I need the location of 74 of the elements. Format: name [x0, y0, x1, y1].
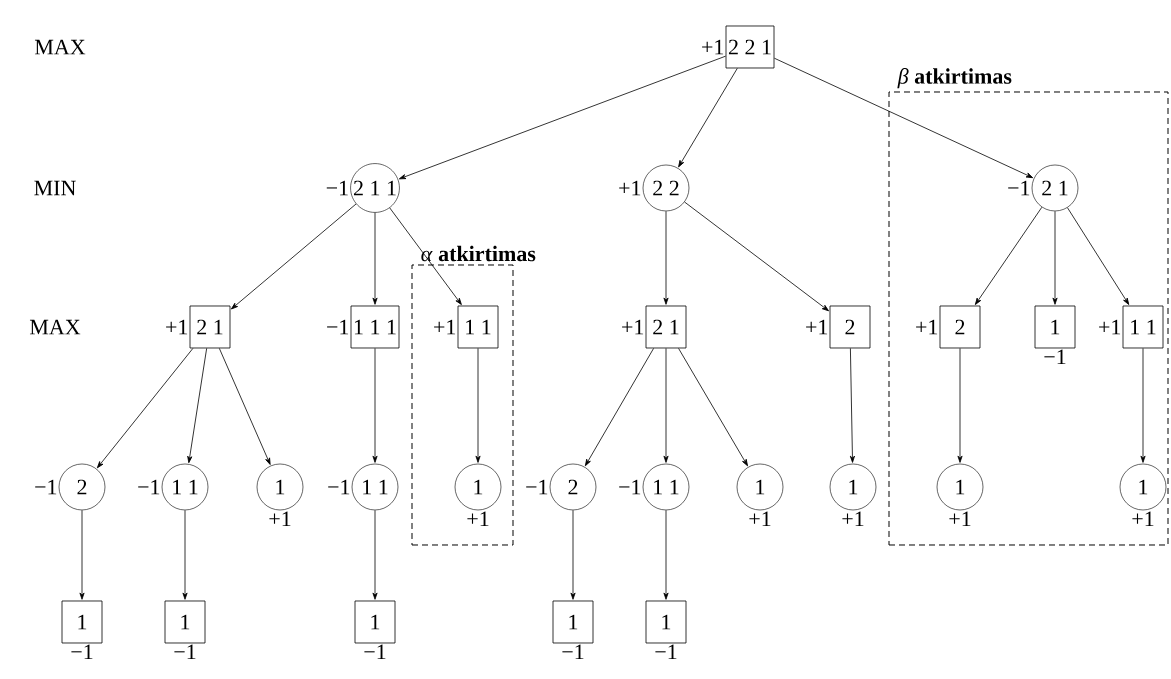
- node-value: −1: [1044, 349, 1066, 365]
- node-value: +1: [916, 319, 938, 335]
- node-value: −1: [327, 319, 349, 335]
- player-label: MIN: [34, 180, 76, 196]
- arrow: [182, 509, 188, 600]
- arrow: [678, 68, 738, 168]
- arrow: [957, 348, 963, 463]
- node-value: +1: [702, 39, 724, 55]
- node-value: +1: [269, 511, 291, 526]
- player-label: MAX: [29, 319, 81, 335]
- arrow: [974, 206, 1043, 305]
- arrow: [372, 348, 378, 463]
- arrow: [231, 203, 357, 310]
- arrow: [475, 348, 481, 463]
- arrow: [398, 55, 726, 180]
- node-value: +1: [622, 319, 644, 335]
- arrow: [1140, 348, 1146, 463]
- node-value: +1: [166, 319, 188, 335]
- state-box: 1: [61, 600, 103, 644]
- node-value: −1: [71, 644, 93, 660]
- state-box: 2: [939, 305, 981, 349]
- node-value: +1: [949, 511, 971, 526]
- node-value: −1: [138, 479, 160, 495]
- arrow: [684, 201, 829, 312]
- arrow: [1067, 207, 1130, 305]
- node-value: −1: [655, 644, 677, 660]
- state-box: 1: [645, 600, 687, 644]
- arrow: [849, 348, 855, 463]
- state-box: 2 1: [645, 305, 687, 349]
- node-value: −1: [1008, 180, 1030, 196]
- node-value: +1: [806, 319, 828, 335]
- state-box: 1 1 1: [350, 305, 400, 349]
- node-value: −1: [328, 479, 350, 495]
- state-box: 2 2 1: [725, 25, 775, 69]
- cutoff-heading: β atkirtimas: [897, 68, 1012, 89]
- arrow: [187, 348, 208, 464]
- node-value: +1: [749, 511, 771, 526]
- arrow: [372, 212, 378, 305]
- node-value: −1: [364, 644, 386, 660]
- arrow: [584, 348, 654, 467]
- node-value: +1: [842, 511, 864, 526]
- state-box: 1: [1034, 305, 1076, 349]
- node-value: −1: [562, 644, 584, 660]
- node-value: +1: [434, 319, 456, 335]
- state-box: 2: [829, 305, 871, 349]
- arrow: [663, 348, 669, 463]
- arrow: [570, 509, 576, 600]
- node-value: −1: [35, 479, 57, 495]
- state-box: 1 1: [457, 305, 499, 349]
- arrow: [389, 207, 462, 305]
- arrow: [663, 509, 669, 600]
- arrow: [774, 57, 1034, 179]
- node-value: +1: [619, 180, 641, 196]
- arrow: [1052, 210, 1058, 305]
- state-box: 1: [164, 600, 206, 644]
- node-value: −1: [619, 479, 641, 495]
- cutoff-heading: α atkirtimas: [421, 245, 536, 262]
- arrow: [218, 348, 271, 465]
- node-value: +1: [1132, 511, 1154, 526]
- arrow: [372, 509, 378, 600]
- state-box: 1 1: [1122, 305, 1164, 349]
- node-value: +1: [467, 511, 489, 526]
- player-label: MAX: [34, 39, 86, 55]
- node-value: −1: [526, 479, 548, 495]
- node-value: +1: [1099, 319, 1121, 335]
- node-value: −1: [174, 644, 196, 660]
- arrow: [79, 509, 85, 600]
- arrow: [663, 210, 669, 305]
- state-box: 1: [552, 600, 594, 644]
- arrow: [678, 348, 748, 467]
- node-value: −1: [326, 180, 348, 196]
- state-box: 1: [354, 600, 396, 644]
- state-box: 2 1: [189, 305, 231, 349]
- arrow: [96, 348, 194, 469]
